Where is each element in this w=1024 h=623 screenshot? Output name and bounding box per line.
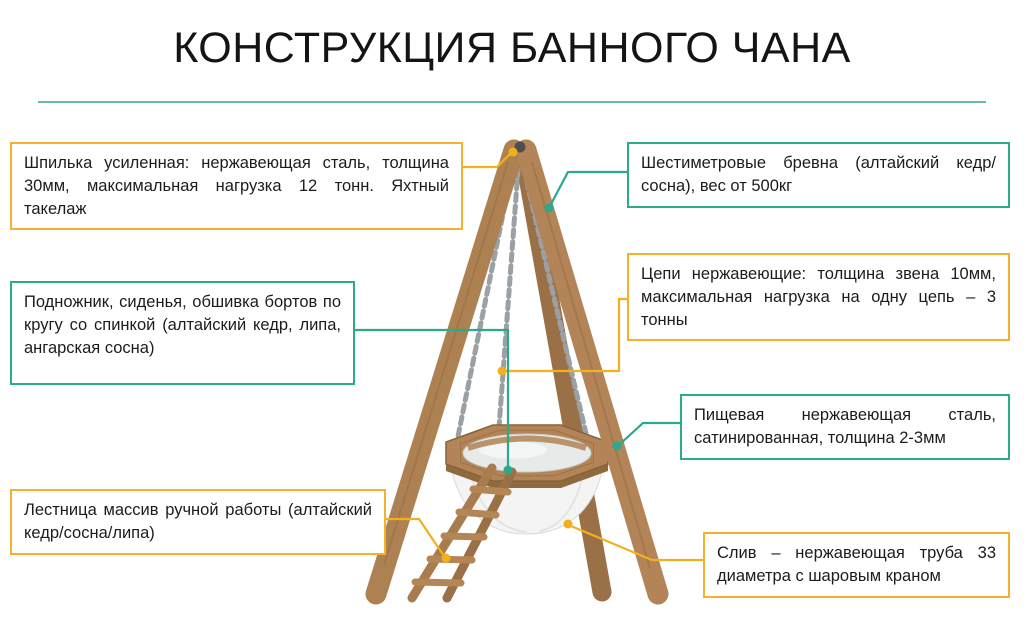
bowl-seam-right (539, 469, 585, 532)
connector-sliv (570, 524, 703, 562)
connector-lestnitsa (386, 517, 445, 557)
connector-brevna (549, 170, 627, 207)
connector-brevna-line (549, 170, 627, 207)
right-leg-grain (531, 161, 651, 569)
apex-pin (514, 141, 526, 153)
rim-plank-line (460, 429, 594, 477)
connector-shpilka-line (463, 152, 512, 169)
connector-sliv-line (570, 524, 703, 562)
anchor-dot-sliv (563, 519, 573, 529)
left-leg-grain (383, 161, 509, 566)
callout-brevna: Шестиметровые бревна (алтайский кедр/сос… (627, 142, 1010, 208)
anchor-dot-stal (612, 441, 622, 451)
callout-shpilka-text: Шпилька усиленная: нержавеющая сталь, то… (24, 154, 449, 218)
callout-tsepi-text: Цепи нержавеющие: толщина звена 10мм, ма… (641, 265, 996, 329)
anchor-dot-lestnitsa (441, 553, 451, 563)
callout-stal-text: Пищевая нержавеющая сталь, сатинированна… (694, 406, 996, 447)
callout-sliv-text: Слив – нержавеющая труба 33 диаметра с ш… (717, 544, 996, 585)
connector-shpilka (463, 152, 512, 169)
inner-wood-backrest (467, 435, 587, 451)
water-highlight (479, 441, 547, 459)
ladder-rung-2 (426, 555, 476, 564)
callout-podnozhnik-text: Подножник, сиденья, обшивка бортов по кр… (24, 293, 341, 357)
callout-tsepi: Цепи нержавеющие: толщина звена 10мм, ма… (627, 253, 1010, 342)
ladder-rung-5 (469, 485, 512, 496)
ladder-rung-1 (411, 578, 465, 587)
connector-tsepi-line (505, 297, 627, 373)
connectors (355, 147, 703, 563)
chain-middle (495, 167, 521, 444)
callout-stal: Пищевая нержавеющая сталь, сатинированна… (680, 394, 1010, 460)
callout-sliv: Слив – нержавеющая труба 33 диаметра с ш… (703, 532, 1010, 598)
connector-podnozhnik (355, 328, 510, 468)
callout-podnozhnik: Подножник, сиденья, обшивка бортов по кр… (10, 281, 355, 385)
connector-stal (619, 421, 680, 445)
ladder-rung-3 (440, 532, 488, 541)
connector-tsepi (505, 297, 627, 373)
callout-shpilka: Шпилька усиленная: нержавеющая сталь, то… (10, 142, 463, 231)
anchor-dot-shpilka (508, 147, 518, 157)
callout-brevna-text: Шестиметровые бревна (алтайский кедр/сос… (641, 154, 996, 195)
connector-podnozhnik-line (355, 328, 510, 468)
anchor-dot-podnozhnik (503, 465, 513, 475)
ladder-rung-4 (455, 508, 500, 519)
connector-stal-line (619, 421, 680, 445)
anchor-dot-brevna (544, 203, 554, 213)
callout-lestnitsa-text: Лестница массив ручной работы (алтайский… (24, 501, 372, 542)
callout-lestnitsa: Лестница массив ручной работы (алтайский… (10, 489, 386, 555)
title-divider (38, 101, 986, 103)
connector-lestnitsa-line (386, 517, 445, 557)
page-title: КОНСТРУКЦИЯ БАННОГО ЧАНА (173, 24, 851, 72)
ladder (407, 463, 517, 603)
anchor-dot-tsepi (497, 366, 507, 376)
